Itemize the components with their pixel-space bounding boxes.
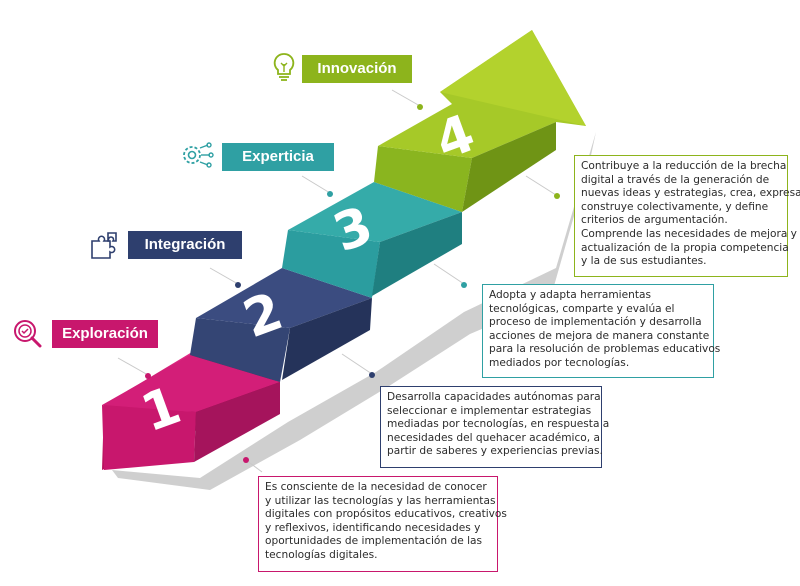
step-1-right <box>194 382 280 462</box>
description-experticia: Adopta y adapta herramientas tecnológica… <box>482 284 721 378</box>
desc-line: actualización de la propia competencia <box>581 241 789 254</box>
desc-line: mediadas por tecnologías, en respuesta a <box>387 418 610 431</box>
description-innovacion: Contribuye a la reducción de la brecha d… <box>574 155 800 277</box>
label-innovacion: Innovación <box>302 55 412 83</box>
connector-desc-2 <box>341 353 375 378</box>
desc-line: oportunidades de implementación de las <box>265 535 483 548</box>
desc-line: Desarrolla capacidades autónomas para <box>387 391 601 403</box>
step-2-top <box>196 268 372 328</box>
desc-line: proceso de implementación y desarrolla <box>489 316 702 329</box>
connector-experticia <box>301 175 333 197</box>
desc-line: Comprende las necesidades de mejora y <box>581 227 797 240</box>
desc-line: necesidades del quehacer académico, a <box>387 431 601 444</box>
connector-integracion <box>209 267 241 288</box>
desc-line: y reflexivos, identificando necesidades … <box>265 521 481 534</box>
step-3-riser <box>282 230 380 298</box>
desc-line: tecnologías digitales. <box>265 548 378 561</box>
lightbulb-icon <box>273 53 295 81</box>
desc-line: construye colectivamente, y define <box>581 200 769 213</box>
connector-innovacion <box>391 89 423 110</box>
gear-network-icon <box>183 142 214 168</box>
step-4-riser <box>374 146 472 212</box>
desc-line: digital a través de la generación de <box>581 173 770 186</box>
desc-line: tecnológicas, comparte y evalúa el <box>489 302 675 315</box>
desc-line: nuevas ideas y estrategias, crea, expres… <box>581 187 800 200</box>
step-2-riser <box>190 318 290 382</box>
label-integracion: Integración <box>128 231 242 259</box>
step-4-arrow-head <box>440 30 586 126</box>
desc-line: Contribuye a la reducción de la brecha <box>581 160 787 172</box>
desc-line: digitales con propósitos educativos, cre… <box>265 508 507 521</box>
desc-line: criterios de argumentación. <box>581 214 728 227</box>
step-2-right <box>282 298 372 380</box>
step-3-top <box>288 182 462 242</box>
desc-line: mediados por tecnologías. <box>489 356 630 369</box>
magnifier-icon <box>14 320 42 348</box>
connector-exploracion <box>117 357 151 379</box>
connector-desc-1 <box>243 457 263 473</box>
step-4-right <box>462 122 556 212</box>
desc-line: y utilizar las tecnologías y las herrami… <box>265 494 496 507</box>
label-experticia: Experticia <box>222 143 334 171</box>
label-exploracion: Exploración <box>52 320 158 348</box>
desc-line: partir de saberes y experiencias previas… <box>387 445 603 458</box>
desc-line: acciones de mejora de manera constante <box>489 329 710 342</box>
connector-desc-3 <box>433 263 467 288</box>
desc-line: y la de sus estudiantes. <box>581 255 707 268</box>
desc-line: seleccionar e implementar estrategias <box>387 404 592 417</box>
connector-desc-4 <box>525 175 560 199</box>
step-1-top <box>102 355 280 412</box>
step-1-front <box>102 405 196 470</box>
description-integracion: Desarrolla capacidades autónomas para se… <box>380 386 610 468</box>
puzzle-icon <box>91 232 117 259</box>
step-3-right <box>372 212 462 296</box>
desc-line: Es consciente de la necesidad de conocer <box>265 481 487 493</box>
desc-line: Adopta y adapta herramientas <box>489 289 651 301</box>
desc-line: para la resolución de problemas educativ… <box>489 343 721 356</box>
description-exploracion: Es consciente de la necesidad de conocer… <box>258 476 507 572</box>
